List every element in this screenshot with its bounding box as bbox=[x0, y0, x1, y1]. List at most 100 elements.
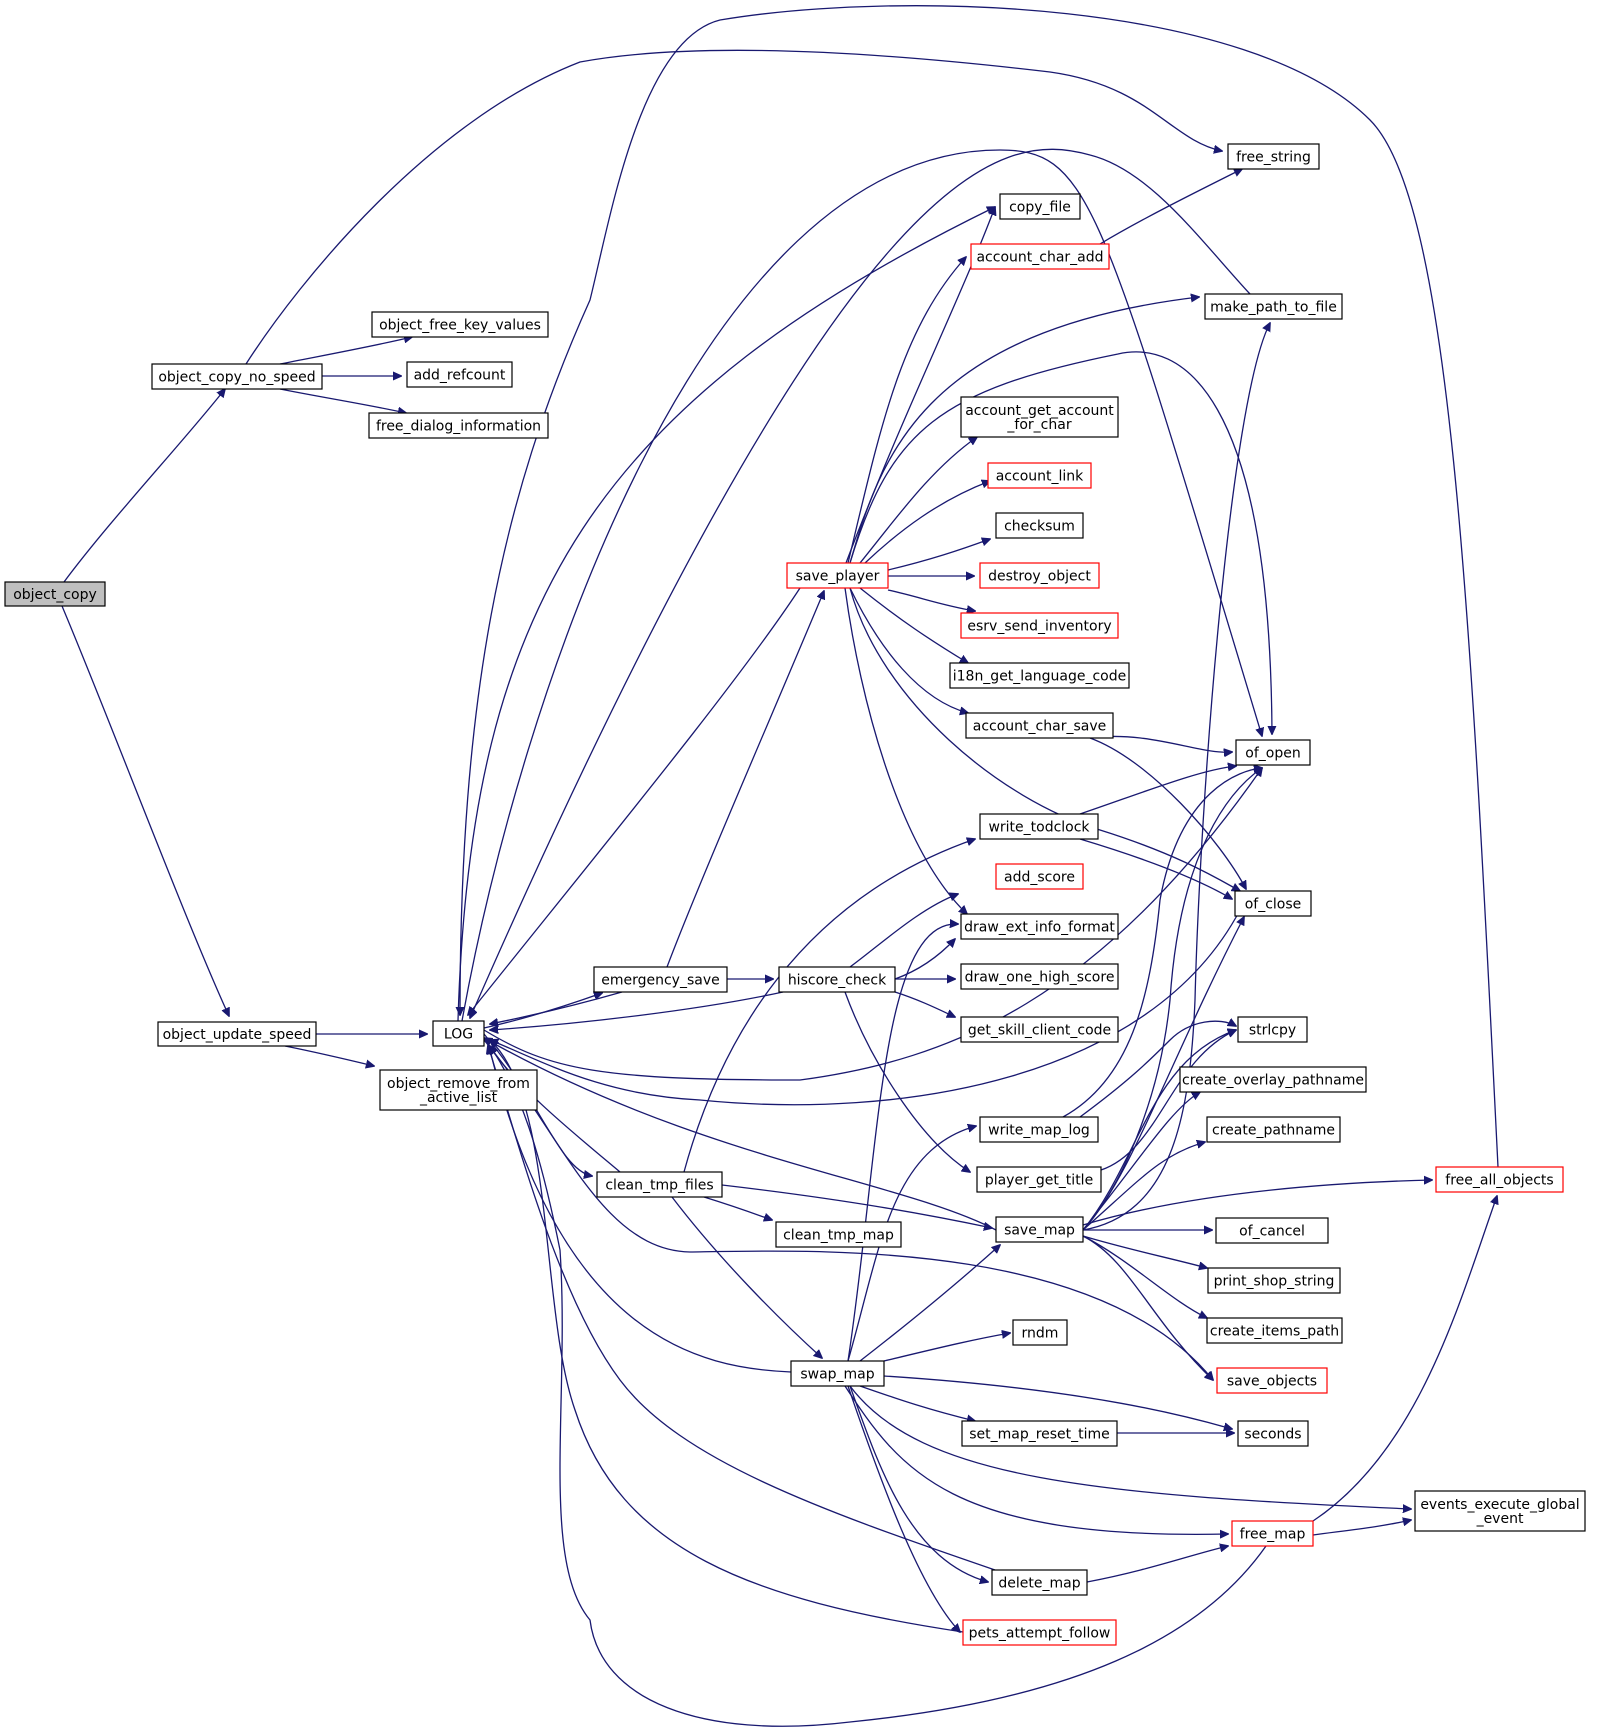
function-node-save-objects[interactable]: save_objects bbox=[1216, 1367, 1328, 1394]
call-edge bbox=[279, 388, 406, 413]
function-node-draw-one-high-score[interactable]: draw_one_high_score bbox=[960, 963, 1119, 990]
call-edge bbox=[1062, 768, 1262, 1118]
function-node-save-player[interactable]: save_player bbox=[786, 562, 889, 589]
function-node-free-string[interactable]: free_string bbox=[1227, 143, 1320, 170]
function-node-checksum[interactable]: checksum bbox=[995, 512, 1084, 539]
function-node-i18n-get-language-code[interactable]: i18n_get_language_code bbox=[949, 662, 1130, 689]
call-edge bbox=[844, 587, 967, 914]
node-box bbox=[406, 361, 513, 388]
function-node-account-char-add[interactable]: account_char_add bbox=[970, 243, 1110, 270]
call-edge bbox=[279, 337, 412, 365]
call-edges bbox=[61, 5, 1499, 1727]
function-node-copy-file[interactable]: copy_file bbox=[999, 193, 1081, 220]
function-node-emergency-save[interactable]: emergency_save bbox=[593, 966, 728, 993]
call-edge bbox=[1089, 737, 1246, 889]
call-edge bbox=[460, 5, 1499, 1168]
node-box bbox=[960, 396, 1119, 438]
function-node-add-score[interactable]: add_score bbox=[995, 863, 1084, 890]
function-node-player-get-title[interactable]: player_get_title bbox=[976, 1166, 1102, 1193]
function-node-strlcpy[interactable]: strlcpy bbox=[1237, 1016, 1308, 1043]
call-edge bbox=[849, 894, 958, 968]
function-node-clean-tmp-files[interactable]: clean_tmp_files bbox=[596, 1171, 723, 1198]
function-node-get-skill-client-code[interactable]: get_skill_client_code bbox=[960, 1016, 1119, 1043]
call-edge bbox=[489, 1046, 792, 1373]
node-box bbox=[786, 562, 889, 589]
function-node-object-remove-from-active-list[interactable]: object_remove_from_active_list bbox=[379, 1069, 538, 1111]
node-box bbox=[960, 612, 1119, 639]
call-edge bbox=[1082, 1235, 1213, 1380]
function-node-write-todclock[interactable]: write_todclock bbox=[979, 813, 1099, 840]
node-label: account_char_save bbox=[973, 719, 1106, 735]
call-edge bbox=[844, 991, 970, 1172]
function-node-events-execute-global-event[interactable]: events_execute_global_event bbox=[1414, 1490, 1586, 1532]
function-node-LOG[interactable]: LOG bbox=[432, 1020, 485, 1047]
call-edge bbox=[1082, 1030, 1236, 1231]
call-edge bbox=[61, 605, 229, 1016]
call-edge bbox=[1099, 169, 1242, 245]
node-label: clean_tmp_files bbox=[605, 1178, 713, 1194]
function-node-save-map[interactable]: save_map bbox=[995, 1216, 1084, 1243]
function-node-object-copy-no-speed[interactable]: object_copy_no_speed bbox=[151, 363, 323, 390]
function-node-account-get-account-for-char[interactable]: account_get_account_for_char bbox=[960, 396, 1119, 438]
node-box bbox=[979, 813, 1099, 840]
function-node-object-copy[interactable]: object_copy bbox=[4, 581, 106, 607]
function-node-draw-ext-info-format[interactable]: draw_ext_info_format bbox=[960, 913, 1119, 940]
function-node-pets-attempt-follow[interactable]: pets_attempt_follow bbox=[962, 1619, 1117, 1646]
function-node-of-close[interactable]: of_close bbox=[1234, 890, 1312, 917]
call-edge bbox=[63, 389, 225, 583]
function-node-hiscore-check[interactable]: hiscore_check bbox=[778, 966, 896, 993]
call-edge bbox=[849, 587, 968, 713]
node-box bbox=[949, 662, 1130, 689]
node-box bbox=[1206, 1317, 1343, 1344]
function-node-create-overlay-pathname[interactable]: create_overlay_pathname bbox=[1179, 1066, 1367, 1093]
call-edge bbox=[1079, 1021, 1236, 1118]
node-label: i18n_get_language_code bbox=[953, 669, 1127, 685]
function-node-object-update-speed[interactable]: object_update_speed bbox=[157, 1021, 317, 1047]
node-label: player_get_title bbox=[985, 1173, 1093, 1189]
call-edge bbox=[859, 587, 968, 663]
node-label: get_skill_client_code bbox=[968, 1023, 1111, 1039]
function-node-of-open[interactable]: of_open bbox=[1235, 739, 1311, 766]
function-node-seconds[interactable]: seconds bbox=[1237, 1420, 1309, 1447]
node-box bbox=[976, 1166, 1102, 1193]
function-node-make-path-to-file[interactable]: make_path_to_file bbox=[1204, 293, 1343, 320]
call-edge bbox=[666, 591, 824, 968]
node-label: set_map_reset_time bbox=[969, 1427, 1110, 1443]
function-node-free-map[interactable]: free_map bbox=[1231, 1520, 1314, 1547]
node-box bbox=[1235, 739, 1311, 766]
function-node-rndm[interactable]: rndm bbox=[1012, 1319, 1068, 1346]
function-node-destroy-object[interactable]: destroy_object bbox=[979, 562, 1100, 589]
function-node-set-map-reset-time[interactable]: set_map_reset_time bbox=[961, 1420, 1118, 1447]
call-edge bbox=[490, 991, 784, 1030]
call-edge bbox=[671, 1196, 822, 1358]
node-label: of_close bbox=[1245, 897, 1302, 913]
function-node-free-dialog-information[interactable]: free_dialog_information bbox=[368, 412, 549, 439]
node-box bbox=[991, 1569, 1088, 1596]
call-edge bbox=[683, 839, 975, 1173]
function-node-print-shop-string[interactable]: print_shop_string bbox=[1207, 1267, 1341, 1294]
call-edge bbox=[847, 257, 966, 564]
node-label: checksum bbox=[1004, 519, 1075, 535]
function-node-account-link[interactable]: account_link bbox=[987, 462, 1092, 489]
call-edge bbox=[490, 909, 1241, 1106]
node-label: account_char_add bbox=[976, 250, 1103, 266]
node-label: make_path_to_file bbox=[1210, 300, 1337, 316]
function-node-delete-map[interactable]: delete_map bbox=[991, 1569, 1088, 1596]
function-node-clean-tmp-map[interactable]: clean_tmp_map bbox=[775, 1221, 902, 1248]
function-node-create-pathname[interactable]: create_pathname bbox=[1206, 1116, 1341, 1143]
function-node-swap-map[interactable]: swap_map bbox=[790, 1360, 885, 1387]
call-edge bbox=[849, 297, 1199, 564]
call-edge bbox=[1100, 1030, 1236, 1171]
function-node-account-char-save[interactable]: account_char_save bbox=[965, 712, 1114, 739]
function-node-add-refcount[interactable]: add_refcount bbox=[406, 361, 513, 388]
call-edge bbox=[844, 1385, 1228, 1534]
function-node-write-map-log[interactable]: write_map_log bbox=[979, 1116, 1099, 1143]
function-node-object-free-key-values[interactable]: object_free_key_values bbox=[371, 311, 549, 338]
node-label: write_map_log bbox=[988, 1123, 1090, 1139]
call-edge bbox=[849, 351, 1272, 734]
function-node-free-all-objects[interactable]: free_all_objects bbox=[1435, 1166, 1564, 1193]
node-label: of_cancel bbox=[1239, 1224, 1305, 1240]
function-node-of-cancel[interactable]: of_cancel bbox=[1215, 1217, 1329, 1244]
function-node-esrv-send-inventory[interactable]: esrv_send_inventory bbox=[960, 612, 1119, 639]
function-node-create-items-path[interactable]: create_items_path bbox=[1206, 1317, 1343, 1344]
